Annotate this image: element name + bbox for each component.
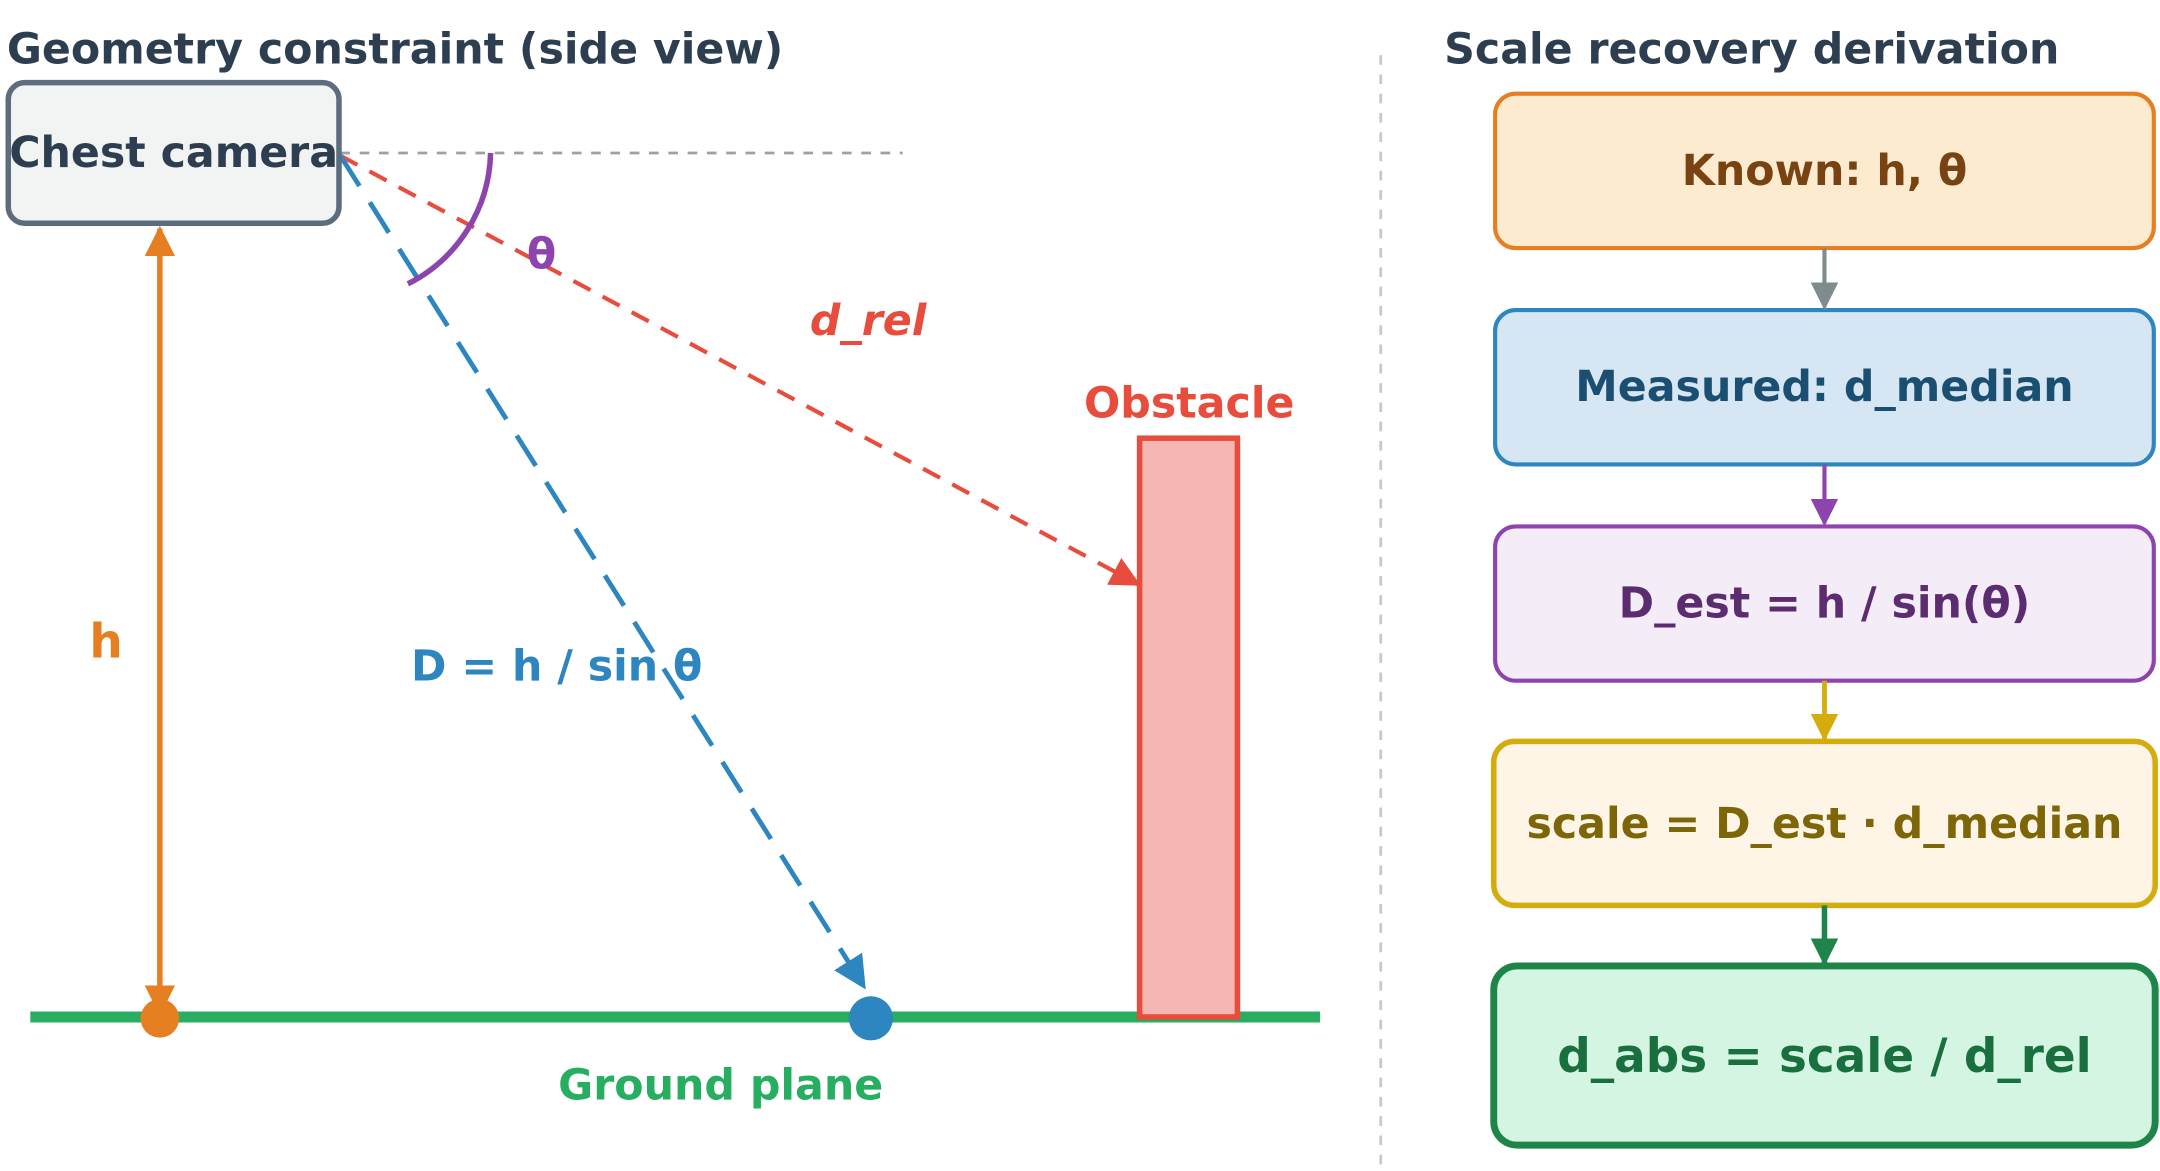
right-panel-title: Scale recovery derivation xyxy=(1444,24,2059,74)
step-text-scale: scale = D_est · d_median xyxy=(1526,799,2122,849)
ground-plane-label: Ground plane xyxy=(558,1061,883,1111)
angle-arc xyxy=(406,152,494,287)
chest-camera-box xyxy=(5,79,342,226)
chest-camera-label: Chest camera xyxy=(9,128,338,178)
step-box-absolute-distance xyxy=(1490,962,2159,1149)
ground-distance-label: D = h / sin θ xyxy=(411,642,702,692)
relative-distance-label: d_rel xyxy=(810,296,928,346)
step-text-distance-estimate: D_est = h / sin(θ) xyxy=(1619,579,2031,629)
ground-hit-point xyxy=(848,996,893,1041)
angle-label: θ xyxy=(527,230,556,280)
height-label: h xyxy=(89,615,122,669)
height-foot-point xyxy=(140,999,180,1038)
step-text-absolute-distance: d_abs = scale / d_rel xyxy=(1557,1030,2092,1084)
left-panel-title: Geometry constraint (side view) xyxy=(7,24,783,74)
relative-distance-ray xyxy=(339,153,1141,587)
step-text-measured: Measured: d_median xyxy=(1575,362,2073,412)
obstacle-block xyxy=(1136,435,1241,1020)
obstacle-label: Obstacle xyxy=(1084,379,1294,429)
derivation-steps: Known: h, θ Measured: d_median D_est = h… xyxy=(1490,91,2159,1149)
step-text-known: Known: h, θ xyxy=(1682,146,1967,196)
